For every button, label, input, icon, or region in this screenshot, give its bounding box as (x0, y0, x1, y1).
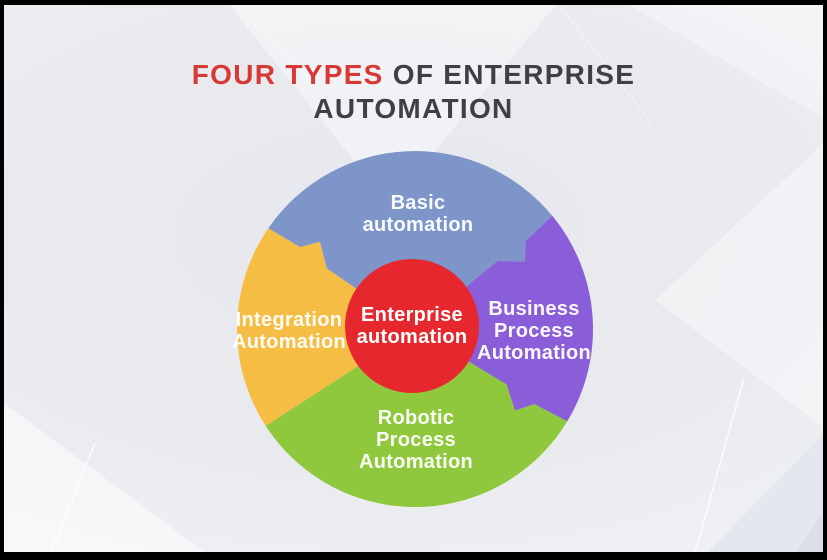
background-facet (655, 140, 827, 430)
title-line1-rest: OF ENTERPRISE (392, 59, 636, 90)
frame-border-bottom (0, 552, 827, 560)
background-facet (0, 400, 215, 560)
background-facet (790, 505, 827, 560)
segment-integration-automation (237, 228, 415, 426)
background-facet (620, 0, 827, 120)
background-facet (700, 430, 827, 560)
frame-border-left (0, 0, 4, 560)
title-line2: AUTOMATION (313, 93, 514, 124)
background-line (47, 442, 96, 560)
segment-robotic-process-automation (265, 329, 568, 508)
frame-border-top (0, 0, 827, 5)
background-line (559, 5, 653, 125)
hub-circle-enterprise-automation (345, 259, 479, 393)
background-line (692, 377, 745, 560)
background-facet (225, 0, 560, 205)
frame-border-right (823, 0, 827, 560)
segment-business-process-automation (415, 215, 593, 422)
title-line1: FOUR TYPES OF ENTERPRISE (0, 58, 827, 92)
segment-basic-automation (268, 151, 553, 329)
title-highlight: FOUR TYPES (191, 59, 384, 90)
background-line (231, 1, 319, 89)
page-title: FOUR TYPES OF ENTERPRISE AUTOMATION (0, 58, 827, 126)
